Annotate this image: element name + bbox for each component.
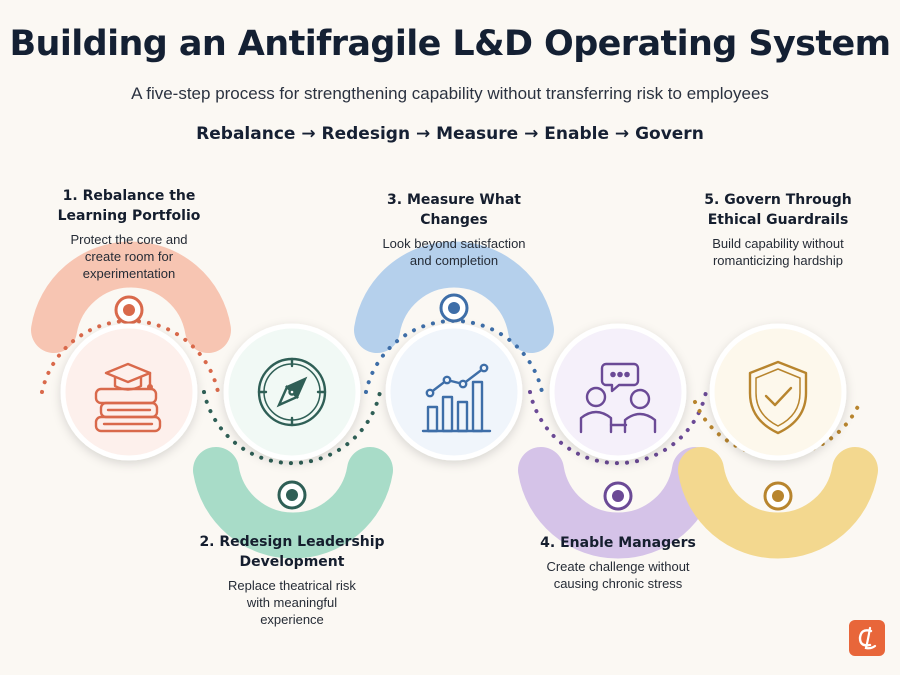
step-5-heading: 5. Govern Through Ethical Guardrails xyxy=(704,192,852,228)
bar-chart-trend-icon xyxy=(421,363,492,433)
step-4-heading: 4. Enable Managers xyxy=(540,535,696,551)
step-4-band xyxy=(518,390,718,559)
step-5-text: 5. Govern Through Ethical Guardrails Bui… xyxy=(678,190,878,269)
page-title: Building an Antifragile L&D Operating Sy… xyxy=(9,24,891,64)
step-3-band xyxy=(354,241,554,394)
step-3-description: Look beyond satisfaction and completion xyxy=(382,236,526,268)
step-4-description: Create challenge without causing chronic… xyxy=(546,559,690,591)
brand-logo-mark xyxy=(858,626,877,650)
step-3-circle xyxy=(385,323,523,461)
step-3-text: 3. Measure What Changes Look beyond sati… xyxy=(354,190,554,269)
compass-icon xyxy=(257,357,327,427)
step-1-band xyxy=(31,241,231,394)
books-graduation-cap-icon xyxy=(94,362,162,433)
step-3-heading: 3. Measure What Changes xyxy=(387,192,521,228)
step-2-text: 2. Redesign Leadership Development Repla… xyxy=(187,532,397,628)
step-4-text: 4. Enable Managers Create challenge with… xyxy=(513,533,723,592)
step-5-description: Build capability without romanticizing h… xyxy=(712,236,844,268)
shield-check-icon xyxy=(748,360,808,435)
step-4-circle xyxy=(549,323,687,461)
step-5-circle xyxy=(709,323,847,461)
step-2-band xyxy=(193,390,393,559)
step-5-band xyxy=(678,400,878,559)
process-flow-summary: Rebalance → Redesign → Measure → Enable … xyxy=(196,124,704,144)
step-1-text: 1. Rebalance the Learning Portfolio Prot… xyxy=(29,186,229,282)
page-subtitle: A five-step process for strengthening ca… xyxy=(131,84,769,103)
brand-logo xyxy=(849,620,885,656)
step-1-circle xyxy=(60,323,198,461)
step-2-description: Replace theatrical risk with meaningful … xyxy=(228,578,356,627)
manager-conversation-icon xyxy=(579,362,657,434)
step-2-heading: 2. Redesign Leadership Development xyxy=(199,534,385,570)
step-1-heading: 1. Rebalance the Learning Portfolio xyxy=(57,188,201,224)
step-1-description: Protect the core and create room for exp… xyxy=(70,232,188,281)
